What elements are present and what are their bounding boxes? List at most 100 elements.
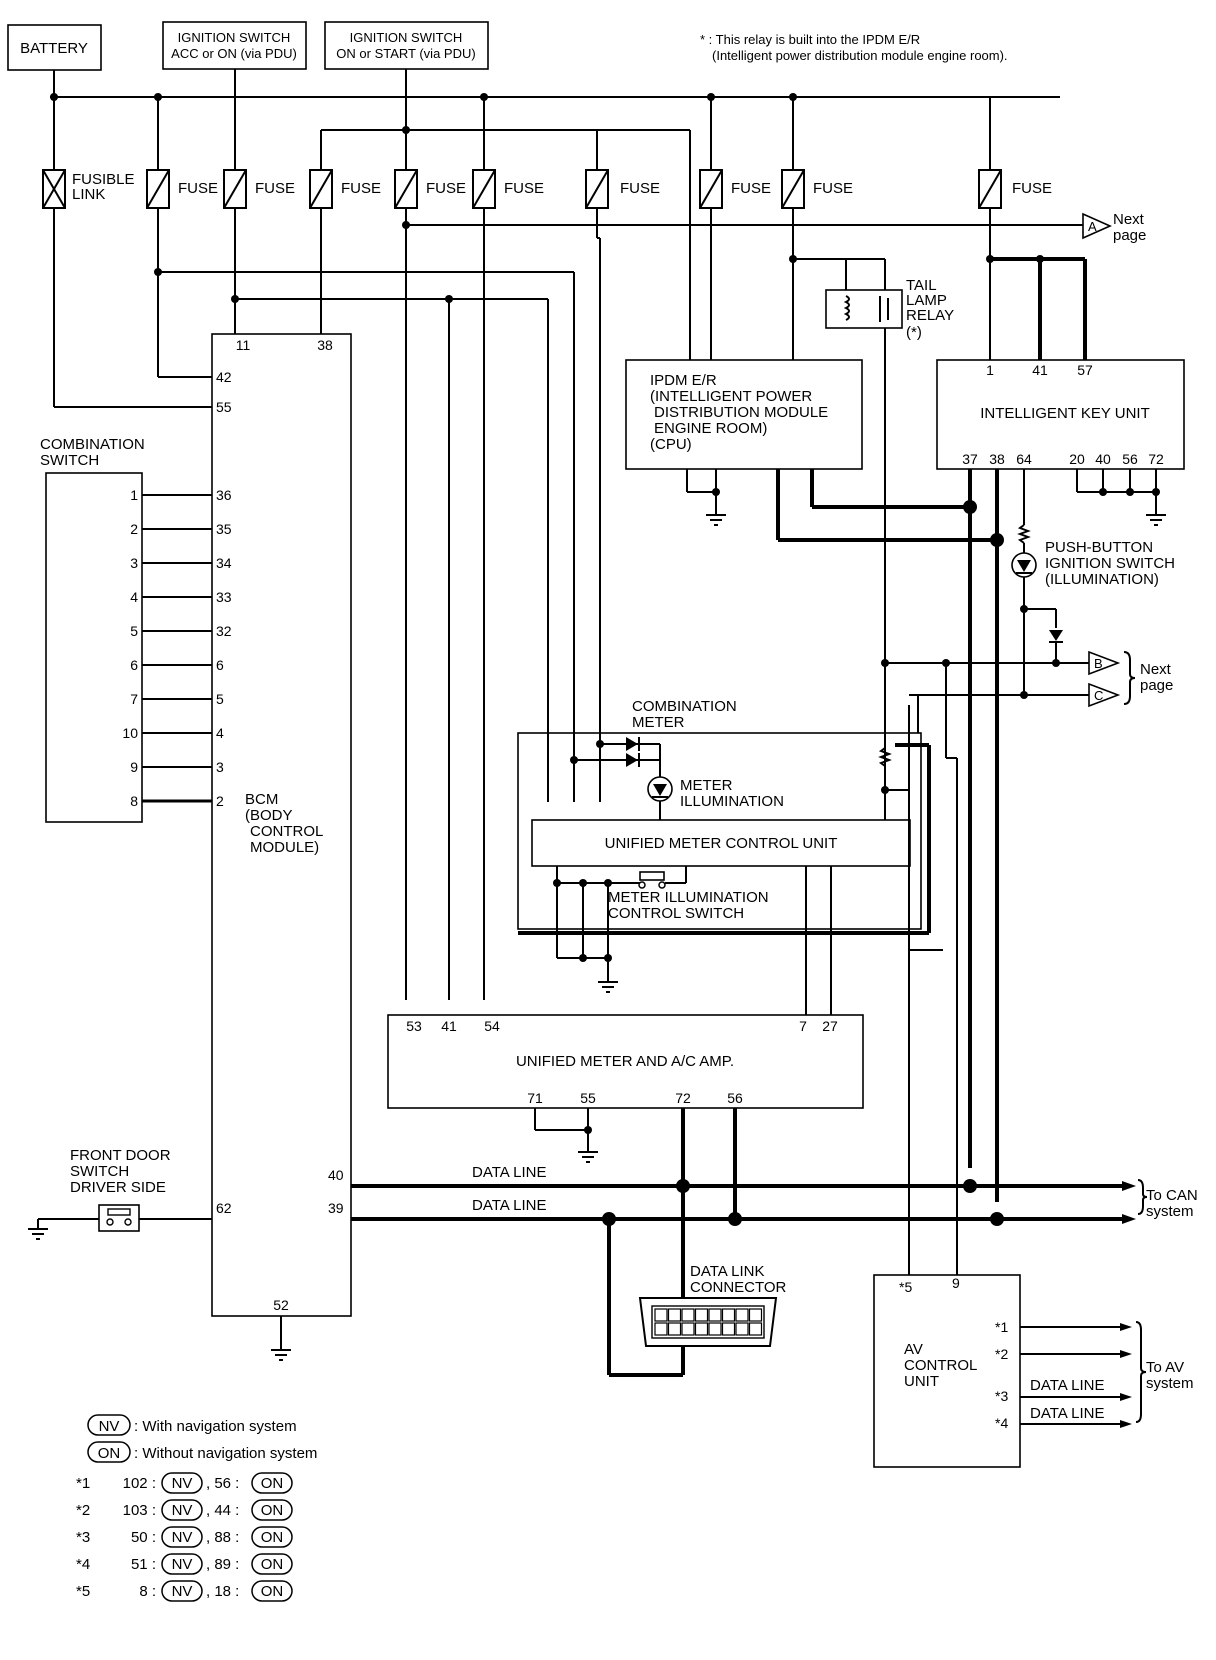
ipdm-wiring (686, 469, 997, 542)
dlc-pin (667, 1308, 682, 1322)
connector-a-page: page (1113, 227, 1146, 244)
fusible-link-label-1: FUSIBLE (72, 171, 135, 188)
key-pin-40: 40 (1095, 451, 1111, 467)
dlc-pin (735, 1322, 749, 1336)
meter-illumination-label-2: ILLUMINATION (680, 793, 784, 810)
ignition-on-box: IGNITION SWITCH ON or START (via PDU) (324, 21, 489, 70)
bcm-switch-pin: 34 (216, 555, 232, 571)
fuse-2: FUSE (223, 169, 295, 209)
meter-illumination-label-1: METER (680, 777, 733, 794)
legend-nv-pill-text: NV (172, 1529, 193, 1546)
dlc-pin (748, 1322, 763, 1336)
amp-pin-56: 56 (727, 1090, 743, 1106)
legend-on-pill-text: ON (261, 1475, 284, 1492)
front-door-label-3: DRIVER SIDE (70, 1179, 166, 1196)
legend-on-pill-text: ON (261, 1529, 284, 1546)
legend-on-value: , 18 : (206, 1583, 239, 1600)
fuse-6: FUSE (585, 169, 660, 209)
ipdm-box: IPDM E/R (INTELLIGENT POWER DISTRIBUTION… (625, 359, 863, 470)
ipdm-label-1: IPDM E/R (650, 372, 717, 389)
ipdm-label-4: ENGINE ROOM) (654, 420, 767, 437)
av-pin-star4: *4 (995, 1415, 1008, 1431)
bcm-switch-pin: 5 (216, 691, 224, 707)
fuse-9-label: FUSE (1012, 180, 1052, 197)
dlc-pin (681, 1308, 695, 1322)
fuse-4: FUSE (394, 169, 466, 209)
legend-nv-pill: NV (99, 1418, 120, 1435)
meter-illumination-switch-label-2: CONTROL SWITCH (608, 905, 744, 922)
key-pin-41: 41 (1032, 362, 1048, 378)
amp-pin-7: 7 (799, 1018, 807, 1034)
bcm-switch-pin: 32 (216, 623, 232, 639)
connector-a-next: Next (1113, 211, 1145, 228)
bcm-label-3: CONTROL (250, 823, 323, 840)
combination-switch-pin: 7 (130, 691, 138, 707)
unified-meter-control-unit-label: UNIFIED METER CONTROL UNIT (605, 835, 838, 852)
legend-nv-value: 102 : (123, 1475, 156, 1492)
ignition-acc-label-2: ACC or ON (via PDU) (171, 46, 297, 61)
bcm-pin-52: 52 (273, 1297, 289, 1313)
ipdm-label-2: (INTELLIGENT POWER (650, 388, 812, 405)
dlc-pin (708, 1322, 722, 1336)
amp-pin-71: 71 (527, 1090, 543, 1106)
ipdm-label-5: (CPU) (650, 436, 692, 453)
fuse-5: FUSE (472, 169, 544, 209)
fuse-1: FUSE (146, 169, 218, 209)
legend-nv-value: 8 : (139, 1583, 156, 1600)
dlc-pin (748, 1308, 763, 1322)
bcm-pin-42: 42 (216, 369, 232, 385)
bcm-pin-55: 55 (216, 399, 232, 415)
fuse-5-label: FUSE (504, 180, 544, 197)
legend-nv-pill-shape (161, 1553, 203, 1575)
tail-lamp-label-4: (*) (906, 324, 922, 341)
connector-bc-page: page (1140, 677, 1173, 694)
fuse-2-label: FUSE (255, 180, 295, 197)
fusible-link-label-2: LINK (72, 186, 105, 203)
combination-switch-pin: 1 (130, 487, 138, 503)
legend-on-value: , 89 : (206, 1556, 239, 1573)
bcm-label-2: (BODY (245, 807, 293, 824)
legend-on-pill: ON (98, 1445, 121, 1462)
push-button-label-2: IGNITION SWITCH (1045, 555, 1175, 572)
connector-a: A Next page (1082, 211, 1146, 244)
bcm-switch-pin: 4 (216, 725, 224, 741)
connector-b-c: B C Next page (881, 650, 1173, 708)
amp-wiring (534, 1108, 737, 1219)
intelligent-key-unit-title: INTELLIGENT KEY UNIT (980, 405, 1150, 422)
combination-switch-pin: 6 (130, 657, 138, 673)
amp-pin-55: 55 (580, 1090, 596, 1106)
fuse-7: FUSE (699, 169, 771, 209)
av-data-line-2: DATA LINE (1030, 1405, 1104, 1422)
front-door-switch: FRONT DOOR SWITCH DRIVER SIDE (27, 1147, 212, 1240)
key-pin-56: 56 (1122, 451, 1138, 467)
bcm-pin-62: 62 (216, 1200, 232, 1216)
key-pin-57: 57 (1077, 362, 1093, 378)
av-pin-5: *5 (899, 1279, 912, 1295)
bcm-pin-40: 40 (328, 1167, 344, 1183)
av-pin-9: 9 (952, 1275, 960, 1291)
legend-key: *3 (76, 1529, 90, 1546)
legend-nv-pill-text: NV (172, 1583, 193, 1600)
fuse-7-label: FUSE (731, 180, 771, 197)
data-link-connector: DATA LINK CONNECTOR (607, 1186, 787, 1377)
ignition-on-label-1: IGNITION SWITCH (350, 30, 463, 45)
legend: NV : With navigation system ON : Without… (76, 1414, 317, 1602)
legend-nv-pill-shape (161, 1499, 203, 1521)
legend-key: *5 (76, 1583, 90, 1600)
tail-lamp-label-2: LAMP (906, 292, 947, 309)
dlc-pin (681, 1322, 695, 1336)
legend-nv-desc: : With navigation system (134, 1418, 297, 1435)
fuse-1-label: FUSE (178, 180, 218, 197)
meter-illumination-switch-label-1: METER ILLUMINATION (608, 889, 769, 906)
legend-nv-value: 50 : (131, 1529, 156, 1546)
battery-label: BATTERY (20, 40, 88, 57)
